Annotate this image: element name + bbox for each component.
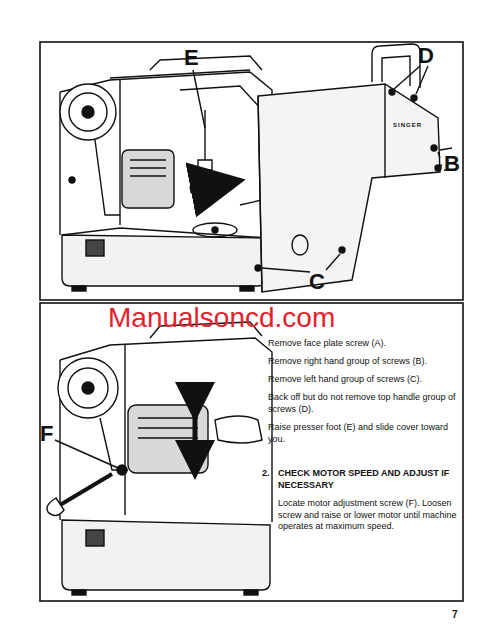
machine-cover <box>255 44 456 292</box>
step-heading: CHECK MOTOR SPEED AND ADJUST IF NECESSAR… <box>278 468 458 491</box>
panel-frame <box>40 303 463 601</box>
instruction-text: Remove face plate screw (A). <box>268 338 460 350</box>
instruction-text: Locate motor adjustment screw (F). Loose… <box>278 498 458 533</box>
callout-letter: D <box>418 42 434 71</box>
callout-letter: E <box>184 44 199 73</box>
brand-name: SINGER <box>393 122 422 130</box>
leader-line <box>55 440 118 468</box>
instruction-text: Raise presser foot (E) and slide cover t… <box>268 422 460 445</box>
instruction-text: Remove right hand group of screws (B). <box>268 356 460 368</box>
callout-letter: F <box>40 420 53 449</box>
panel-frame <box>40 42 463 300</box>
motor-adjustment-screw <box>117 465 127 475</box>
step-number: 2. <box>262 468 270 480</box>
callout-letter: B <box>444 150 460 179</box>
page-number: 7 <box>452 608 458 621</box>
leader-line <box>193 66 442 272</box>
sewing-machine <box>47 322 272 595</box>
screwdriver <box>60 474 112 505</box>
sewing-machine <box>60 56 272 291</box>
instruction-text: Back off but do not remove top handle gr… <box>268 392 460 415</box>
watermark: Manualsoncd.com <box>108 300 335 336</box>
callout-letter: C <box>309 268 325 297</box>
motor <box>128 405 208 473</box>
hand <box>215 416 262 443</box>
instruction-text: Remove left hand group of screws (C). <box>268 374 460 386</box>
